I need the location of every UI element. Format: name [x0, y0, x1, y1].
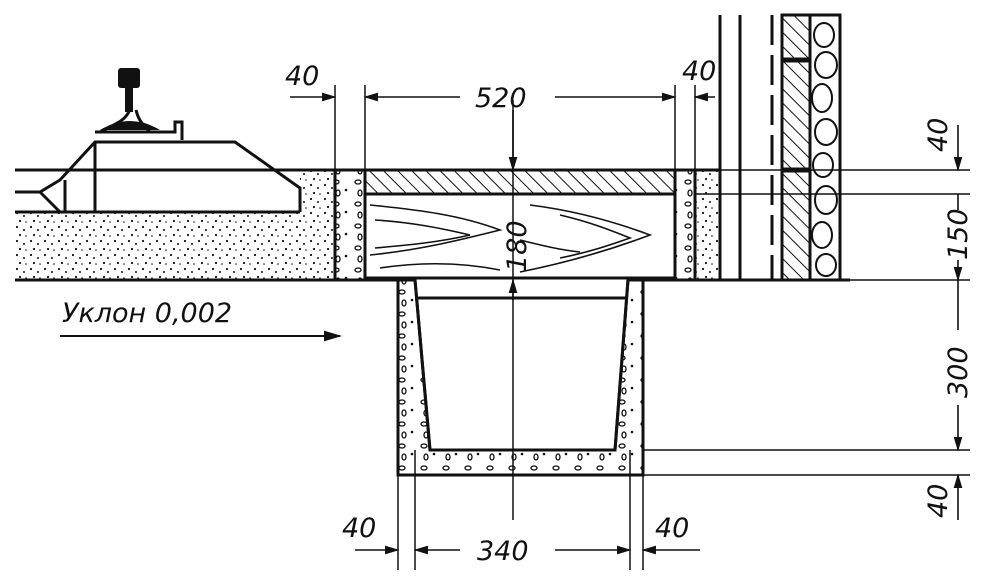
dim-top-left-wall: 40: [285, 61, 319, 92]
dim-right-bottom: 40: [923, 484, 954, 518]
dim-top-right-wall: 40: [682, 56, 716, 87]
dim-right-top: 40: [923, 118, 954, 152]
rail-track: [15, 109, 335, 214]
slab-side-left: [333, 168, 367, 282]
dimension-lines: [290, 92, 963, 555]
extension-lines: [334, 85, 970, 570]
wood-grain: [369, 204, 653, 273]
rail-head: [100, 68, 160, 130]
slope-label: Уклон 0,002: [62, 298, 232, 329]
dim-bottom-width: 340: [477, 536, 529, 567]
sand-fill-left: [15, 170, 335, 280]
dim-bottom-right-wall: 40: [655, 513, 689, 544]
dim-bottom-left-wall: 40: [342, 513, 376, 544]
building-wall: [718, 13, 842, 282]
dim-right-150: 150: [943, 208, 974, 260]
dim-top-width: 520: [475, 83, 527, 114]
slab-side-right: [673, 168, 722, 282]
dim-depth-center: 180: [502, 220, 533, 272]
dim-right-300: 300: [943, 346, 974, 398]
drain-channel: [396, 278, 645, 477]
